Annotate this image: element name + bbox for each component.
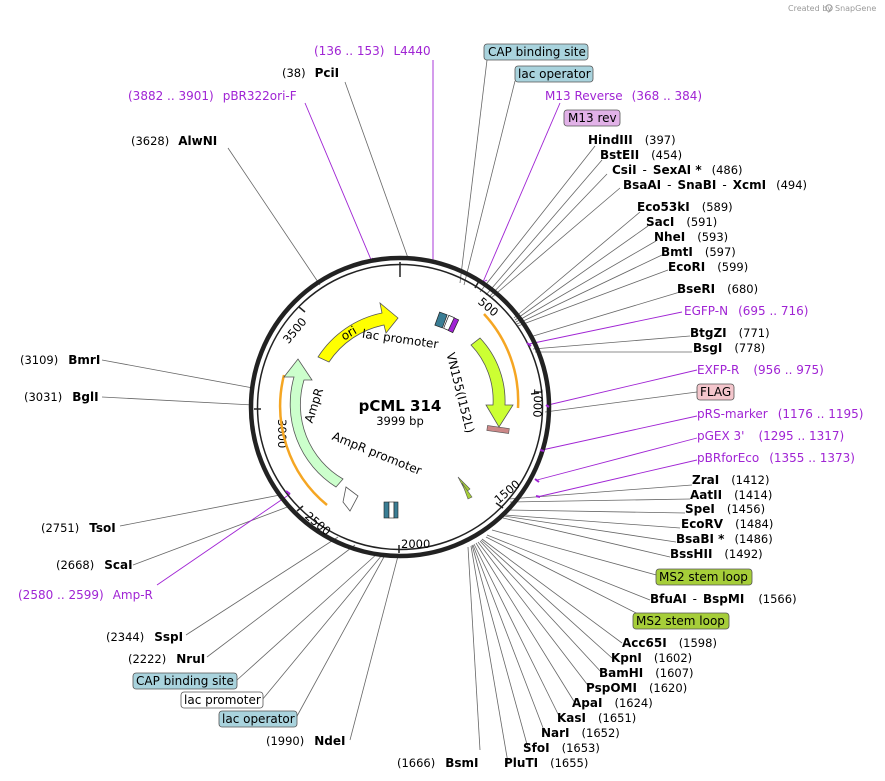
label-pcii: (38)PciI <box>282 66 339 80</box>
label-bsgi: BsgI(778) <box>693 341 765 355</box>
label-ms2-stem-loop-1: MS2 stem loop <box>655 568 753 586</box>
label-lac-promoter-2: lac promoter <box>180 691 264 709</box>
svg-text:CAP binding site: CAP binding site <box>488 45 586 59</box>
label-bmti: BmtI(597) <box>661 245 736 259</box>
label-bmri: (3109)BmrI <box>20 353 100 367</box>
label-pbrforeco: pBRforEco(1355 .. 1373) <box>697 451 855 465</box>
ampr-promoter-label: AmpR promoter <box>330 429 424 478</box>
label-pspomi: PspOMI(1620) <box>586 681 687 695</box>
label-nrui: (2222)NruI <box>128 652 205 666</box>
label-saci: SacI(591) <box>646 215 717 229</box>
plasmid-length: 3999 bp <box>376 414 424 428</box>
label-pbr322ori: (3882 .. 3901)pBR322ori-F <box>128 89 297 103</box>
label-lac-operator-2: lac operator <box>218 710 298 728</box>
label-bsshii: BssHII(1492) <box>670 547 763 561</box>
label-hindiii: HindIII(397) <box>588 133 676 147</box>
lac-promoter-marks <box>434 311 460 334</box>
svg-text:MS2 stem loop: MS2 stem loop <box>659 570 748 584</box>
ampr-label: AmpR <box>302 386 326 424</box>
label-bgli: (3031)BglI <box>24 390 99 404</box>
label-cap-binding-site-2: CAP binding site <box>132 672 238 690</box>
label-cap-binding-site-1: CAP binding site <box>483 43 589 61</box>
label-m13-reverse: M13 Reverse(368 .. 384) <box>545 89 702 103</box>
leader-lines <box>101 59 698 764</box>
label-lac-operator-1: lac operator <box>514 65 594 83</box>
watermark-brand: SnapGene <box>835 4 876 13</box>
vn155-label: VN155(I152L) <box>443 351 477 435</box>
label-bsmi: (1666)BsmI <box>397 756 479 770</box>
ring-ticks <box>254 262 540 553</box>
watermark-prefix: Created by <box>788 4 832 13</box>
label-sspi: (2344)SspI <box>106 630 183 644</box>
label-csii: CsiI-SexAI *(486) <box>612 163 743 177</box>
label-bamhi: BamHI(1607) <box>599 666 694 680</box>
svg-text:M13 rev: M13 rev <box>568 111 617 125</box>
lac-promoter-label: lac promoter <box>361 327 439 352</box>
ampr-promoter-feature <box>342 486 359 512</box>
label-zrai: ZraI(1412) <box>692 473 769 487</box>
label-pgex-3: pGEX 3'(1295 .. 1317) <box>697 429 844 443</box>
label-prs-marker: pRS-marker(1176 .. 1195) <box>697 407 863 421</box>
tick-label-3500: 3500 <box>280 315 310 346</box>
label-ecorv: EcoRV(1484) <box>681 517 773 531</box>
primer-ring-marks <box>285 342 550 498</box>
label-flag: FLAG <box>696 383 735 401</box>
label-tsoi: (2751)TsoI <box>41 521 116 535</box>
ori-label: ori <box>338 323 359 343</box>
label-exfp-r: EXFP-R(956 .. 975) <box>697 363 824 377</box>
label-eco53ki: Eco53kI(589) <box>637 200 733 214</box>
svg-text:lac promoter: lac promoter <box>184 693 261 707</box>
snapgene-logo-icon <box>825 4 833 12</box>
label-bseri: BseRI(680) <box>677 282 758 296</box>
svg-text:MS2 stem loop: MS2 stem loop <box>636 614 725 628</box>
label-ecori: EcoRI(599) <box>668 260 748 274</box>
label-pluti: PluTI(1655) <box>504 756 588 770</box>
svg-text:FLAG: FLAG <box>700 385 731 399</box>
label-bsaai: BsaAI-SnaBI-XcmI(494) <box>623 178 807 192</box>
plasmid-name: pCML 314 <box>359 397 442 415</box>
label-egfp-n: EGFP-N(695 .. 716) <box>684 304 809 318</box>
label-nari: NarI(1652) <box>541 726 620 740</box>
label-l4440: (136 .. 153)L4440 <box>314 44 431 58</box>
ori-feature <box>317 301 399 363</box>
label-bfuai: BfuAI-BspMI(1566) <box>650 592 797 606</box>
label-acc65i: Acc65I(1598) <box>622 636 717 650</box>
label-ndei: (1990)NdeI <box>266 734 346 748</box>
tick-label-1000: 1000 <box>530 388 545 418</box>
label-ms2-stem-loop-2: MS2 stem loop <box>632 612 730 630</box>
label-m13-rev: M13 rev <box>563 109 621 127</box>
label-spei: SpeI(1456) <box>685 502 765 516</box>
label-kpni: KpnI(1602) <box>611 651 692 665</box>
label-kasi: KasI(1651) <box>557 711 636 725</box>
label-scai: (2668)ScaI <box>56 558 133 572</box>
svg-text:CAP binding site: CAP binding site <box>136 674 234 688</box>
ampr-feature <box>283 358 344 488</box>
svg-text:lac operator: lac operator <box>518 67 591 81</box>
label-nhei: NheI(593) <box>654 230 728 244</box>
label-bsteii: BstEII(454) <box>600 148 682 162</box>
label-alwni: (3628)AlwNI <box>131 134 217 148</box>
label-aatii: AatII(1414) <box>690 488 772 502</box>
orf-arcs <box>279 313 520 506</box>
tick-label-500: 500 <box>475 294 501 319</box>
label-amp-r: (2580 .. 2599)Amp-R <box>18 588 153 602</box>
primer-leader-lines <box>156 60 698 586</box>
svg-text:lac operator: lac operator <box>222 712 295 726</box>
tick-label-2000: 2000 <box>401 537 430 551</box>
bottom-lac-marks <box>383 501 399 519</box>
label-sfoi: SfoI(1653) <box>523 741 600 755</box>
vn155-feature <box>470 337 514 434</box>
label-btgzi: BtgZI(771) <box>690 326 770 340</box>
label-apai: ApaI(1624) <box>572 696 653 710</box>
ms2-marks <box>457 476 473 500</box>
label-bsabi: BsaBI *(1486) <box>676 532 773 546</box>
